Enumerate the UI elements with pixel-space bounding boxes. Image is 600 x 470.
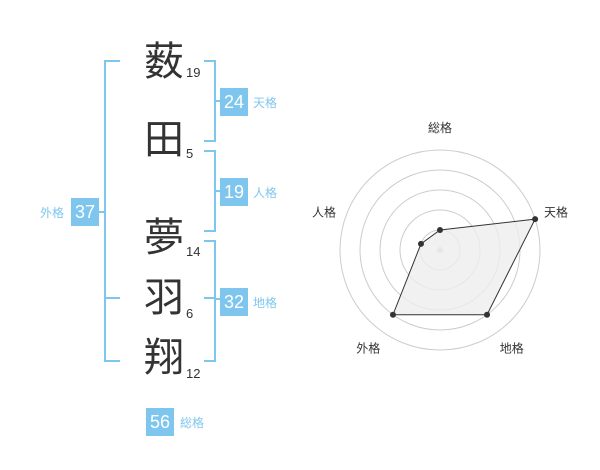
radar-point-1 — [532, 216, 539, 223]
radar-axis-label-3: 外格 — [356, 341, 380, 356]
chikaku-bracket — [204, 240, 216, 362]
chikaku-value: 32 — [220, 288, 248, 316]
name-char-5: 翔 — [144, 335, 184, 381]
soukaku-label: 総格 — [180, 416, 205, 430]
name-char-4: 羽 — [144, 275, 184, 321]
chikaku-label: 地格 — [253, 296, 278, 310]
chikaku-bracket-divider — [204, 297, 214, 299]
gaikaku-connector — [98, 211, 106, 213]
name-char-1: 薮 — [144, 39, 184, 85]
gaikaku-value: 37 — [71, 198, 99, 226]
radar-axis-label-4: 人格 — [312, 204, 336, 219]
radar-point-3 — [389, 311, 396, 318]
stroke-count-2: 5 — [186, 146, 194, 161]
name-char-3: 夢 — [144, 215, 184, 261]
stroke-count-4: 6 — [186, 306, 194, 321]
tenkaku-connector — [214, 100, 222, 102]
tenkaku-label: 天格 — [253, 96, 278, 110]
stroke-count-3: 14 — [186, 244, 201, 259]
radar-point-2 — [484, 311, 491, 318]
radar-point-0 — [437, 227, 443, 233]
radar-axis-label-1: 天格 — [544, 204, 568, 219]
radar-axis-label-0: 総格 — [428, 120, 452, 135]
jinkaku-label: 人格 — [253, 186, 278, 200]
gaikaku-label: 外格 — [40, 206, 65, 220]
radar-ring-5 — [339, 149, 541, 351]
radar-series-area — [392, 218, 536, 316]
chikaku-connector — [214, 298, 222, 300]
radar-points — [389, 216, 539, 318]
name-char-2: 田 — [144, 117, 184, 163]
soukaku-value: 56 — [146, 408, 174, 436]
jinkaku-connector — [214, 190, 222, 192]
tenkaku-value: 24 — [220, 88, 248, 116]
gaikaku-bracket-divider — [104, 297, 120, 299]
stroke-count-1: 19 — [186, 65, 201, 80]
stroke-count-5: 12 — [186, 366, 201, 381]
jinkaku-value: 19 — [220, 178, 248, 206]
radar-point-4 — [417, 240, 424, 247]
radar-axis-label-2: 地格 — [500, 341, 524, 356]
